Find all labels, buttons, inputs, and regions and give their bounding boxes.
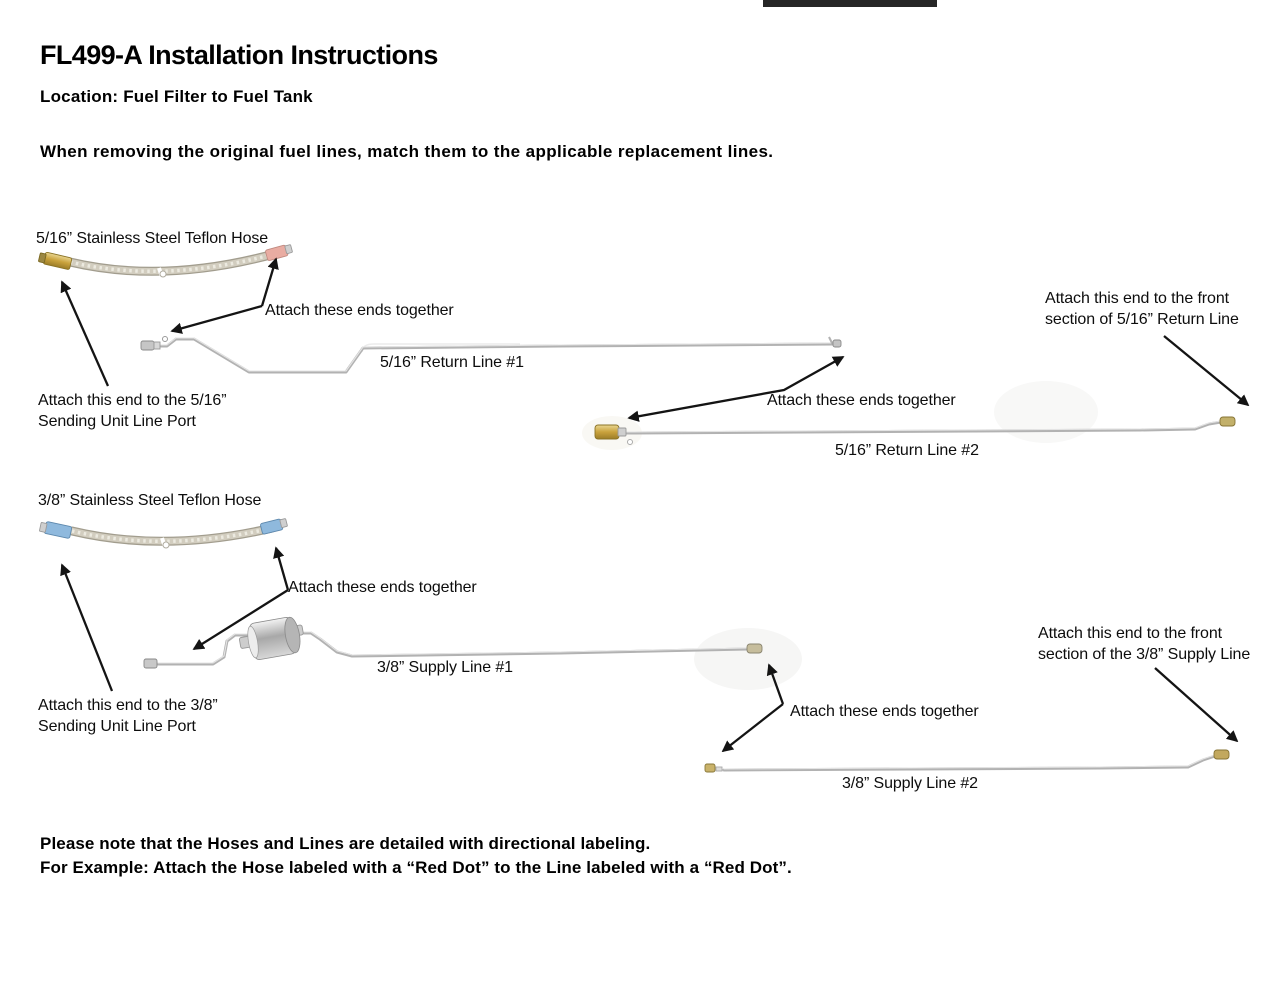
sending-unit-38-line1: Attach this end to the 3/8” [38,697,218,714]
supply-line-2-left-fitting [704,763,716,773]
attach-front-38-line2: section of the 3/8” Supply Line [1038,646,1251,663]
supply-line-2-image [704,749,1230,773]
attach-ends-38-mid-label: Attach these ends together [790,703,979,720]
note-line-1: Please note that the Hoses and Lines are… [40,834,651,853]
attach-front-38-line1: Attach this end to the front [1038,625,1222,642]
return-line-2-right-fitting [1219,416,1236,427]
arrow-attach-38a-to-hose [273,546,290,591]
hose-516-image [38,244,293,281]
arrow-attach-38a-to-line1 [192,589,289,650]
attach-ends-516-mid-label: Attach these ends together [767,392,956,409]
attach-front-516-label: Attach this end to the front section of … [1045,288,1239,330]
arrow-attach-38b-to-line1 [766,663,785,705]
sending-unit-38-label: Attach this end to the 3/8” Sending Unit… [38,695,218,737]
intro-line: When removing the original fuel lines, m… [40,142,774,161]
fuel-filter-image [238,616,304,660]
supply-line-1-left-fitting [143,658,158,669]
hose-516-label: 5/16” Stainless Steel Teflon Hose [36,230,269,247]
arrow-attach-38b-to-line2 [721,703,784,753]
hose-516-left-fitting-brass [38,251,73,270]
return-line-1-label: 5/16” Return Line #1 [380,354,524,371]
return-line-2-label: 5/16” Return Line #2 [835,442,979,459]
page-scan-bar [763,0,937,7]
sending-unit-38-line2: Sending Unit Line Port [38,718,196,735]
attach-front-516-line2: section of 5/16” Return Line [1045,311,1239,328]
hose-38-image [39,518,288,551]
hose-38-right-fitting-blue-dot [260,518,288,535]
attach-ends-516-top-label: Attach these ends together [265,302,454,319]
arrow-hose38-left-end [60,563,114,692]
photo-halos [361,343,1098,690]
supply-line-1-label: 3/8” Supply Line #1 [377,659,513,676]
supply-line-1-right-fitting [746,643,763,654]
hose-516-mid-ring [159,270,167,278]
hose-38-left-fitting-blue-dot [39,521,73,539]
return-line-1-left-fitting [140,340,155,351]
arrow-attach-516b-double [627,355,845,422]
sending-unit-516-label: Attach this end to the 5/16” Sending Uni… [38,390,227,432]
attach-ends-38-top-label: Attach these ends together [288,579,477,596]
supply-line-2-label: 3/8” Supply Line #2 [842,775,978,792]
return-line-2-image [594,416,1236,445]
note-line-2: For Example: Attach the Hose labeled wit… [40,858,792,877]
hose-38-mid-ring [162,541,170,549]
location-line: Location: Fuel Filter to Fuel Tank [40,87,313,106]
hose-38-label: 3/8” Stainless Steel Teflon Hose [38,492,262,509]
attach-front-516-line1: Attach this end to the front [1045,290,1229,307]
sending-unit-516-line2: Sending Unit Line Port [38,413,196,430]
arrow-hose516-left-end [60,280,110,387]
return-line-1-right-fitting [832,339,842,348]
supply-line-1-image [143,616,763,669]
arrow-attach-516a-to-hose [260,257,279,307]
supply-line-2-right-fitting [1213,749,1230,760]
return-line-1-image [140,336,842,374]
attach-front-38-label: Attach this end to the front section of … [1038,623,1250,665]
arrow-attach-516a-to-line1 [170,304,263,334]
arrow-front-516 [1163,335,1250,407]
page-title: FL499-A Installation Instructions [40,40,438,70]
return-line-2-left-fitting-brass [594,424,620,440]
sending-unit-516-line1: Attach this end to the 5/16” [38,392,227,409]
hose-516-right-fitting-red-dot [265,244,293,261]
annotation-arrows [60,257,1250,753]
arrow-front-38 [1154,667,1239,743]
